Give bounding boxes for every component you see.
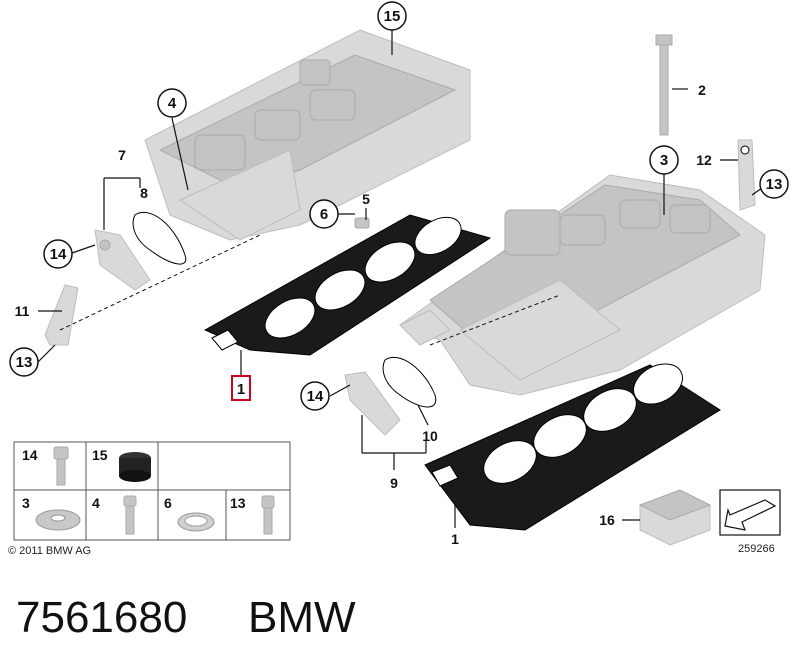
- box-16: [638, 489, 712, 546]
- callout-4: 4: [157, 88, 187, 118]
- callout-8: 8: [140, 185, 148, 201]
- callout-label: 4: [168, 95, 177, 112]
- cylinder-head-right: [398, 174, 766, 396]
- callout-label: 14: [50, 246, 67, 263]
- callout-label: 7: [118, 147, 126, 163]
- callout-label: 8: [140, 185, 148, 201]
- bracket-11: [44, 284, 79, 346]
- legend-item-label: 6: [164, 495, 172, 511]
- seal-ring-8: [132, 211, 187, 265]
- brand-caption: BMW: [248, 593, 356, 642]
- callout-label: 11: [15, 303, 30, 319]
- seal-ring-10: [382, 357, 437, 408]
- legend-washer-3: [35, 509, 81, 531]
- legend-item-label: 3: [22, 495, 30, 511]
- legend-item-label: 15: [92, 447, 108, 463]
- legend-bolt-14: [53, 446, 69, 486]
- callout-label: 3: [660, 152, 668, 169]
- sensor-5: [354, 217, 370, 229]
- bolt-2: [655, 34, 673, 136]
- cover-right: [344, 371, 401, 436]
- callout-7: 7: [118, 147, 126, 163]
- callout-label: 10: [422, 428, 438, 444]
- legend-grid: 14 15 3 4 6 13: [13, 441, 291, 541]
- head-gasket-upper: [203, 214, 492, 356]
- callout-label: 1: [237, 381, 245, 398]
- callout-16: 16: [599, 512, 615, 528]
- copyright-text: © 2011 BMW AG: [8, 545, 91, 557]
- callout-13-right: 13: [759, 169, 789, 199]
- callout-label: 13: [16, 354, 33, 371]
- callout-label: 1: [451, 531, 459, 547]
- callout-label: 2: [698, 82, 706, 98]
- callout-1-bottom: 1: [451, 531, 459, 547]
- callout-label: 9: [390, 475, 398, 491]
- callout-6: 6: [309, 199, 339, 229]
- callout-15-top: 15: [377, 1, 407, 31]
- callout-14-mid: 14: [300, 381, 330, 411]
- legend-grommet-15: [119, 452, 151, 482]
- callout-14-left: 14: [43, 239, 73, 269]
- callout-label: 15: [384, 8, 401, 25]
- diagram-number: 259266: [738, 543, 775, 555]
- callout-1-highlighted: 1: [231, 375, 251, 401]
- cylinder-head-left: [144, 29, 471, 241]
- legend-bolt-13: [261, 495, 275, 535]
- legend-ring-6: [177, 512, 215, 532]
- callout-12: 12: [696, 152, 712, 168]
- callout-label: 6: [320, 206, 328, 223]
- callout-label: 14: [307, 388, 324, 405]
- legend-item-label: 14: [22, 447, 38, 463]
- callout-10: 10: [422, 428, 438, 444]
- leader-lines: [37, 30, 763, 528]
- callout-13-left: 13: [9, 347, 39, 377]
- callout-3: 3: [649, 145, 679, 175]
- callout-label: 16: [599, 512, 615, 528]
- callout-9: 9: [390, 475, 398, 491]
- callout-2: 2: [698, 82, 706, 98]
- callout-11: 11: [15, 303, 30, 319]
- callout-5: 5: [362, 191, 370, 207]
- head-gasket-lower: [424, 363, 721, 531]
- callout-label: 13: [766, 176, 783, 193]
- legend-item-label: 4: [92, 495, 100, 511]
- bracket-12: [737, 139, 756, 211]
- arrow-icon: [719, 489, 781, 536]
- callout-label: 5: [362, 191, 370, 207]
- callout-label: 12: [696, 152, 712, 168]
- legend-item-label: 13: [230, 495, 246, 511]
- cover-left: [94, 229, 151, 291]
- part-number-caption: 7561680: [16, 593, 187, 642]
- legend-bolt-4: [123, 495, 137, 535]
